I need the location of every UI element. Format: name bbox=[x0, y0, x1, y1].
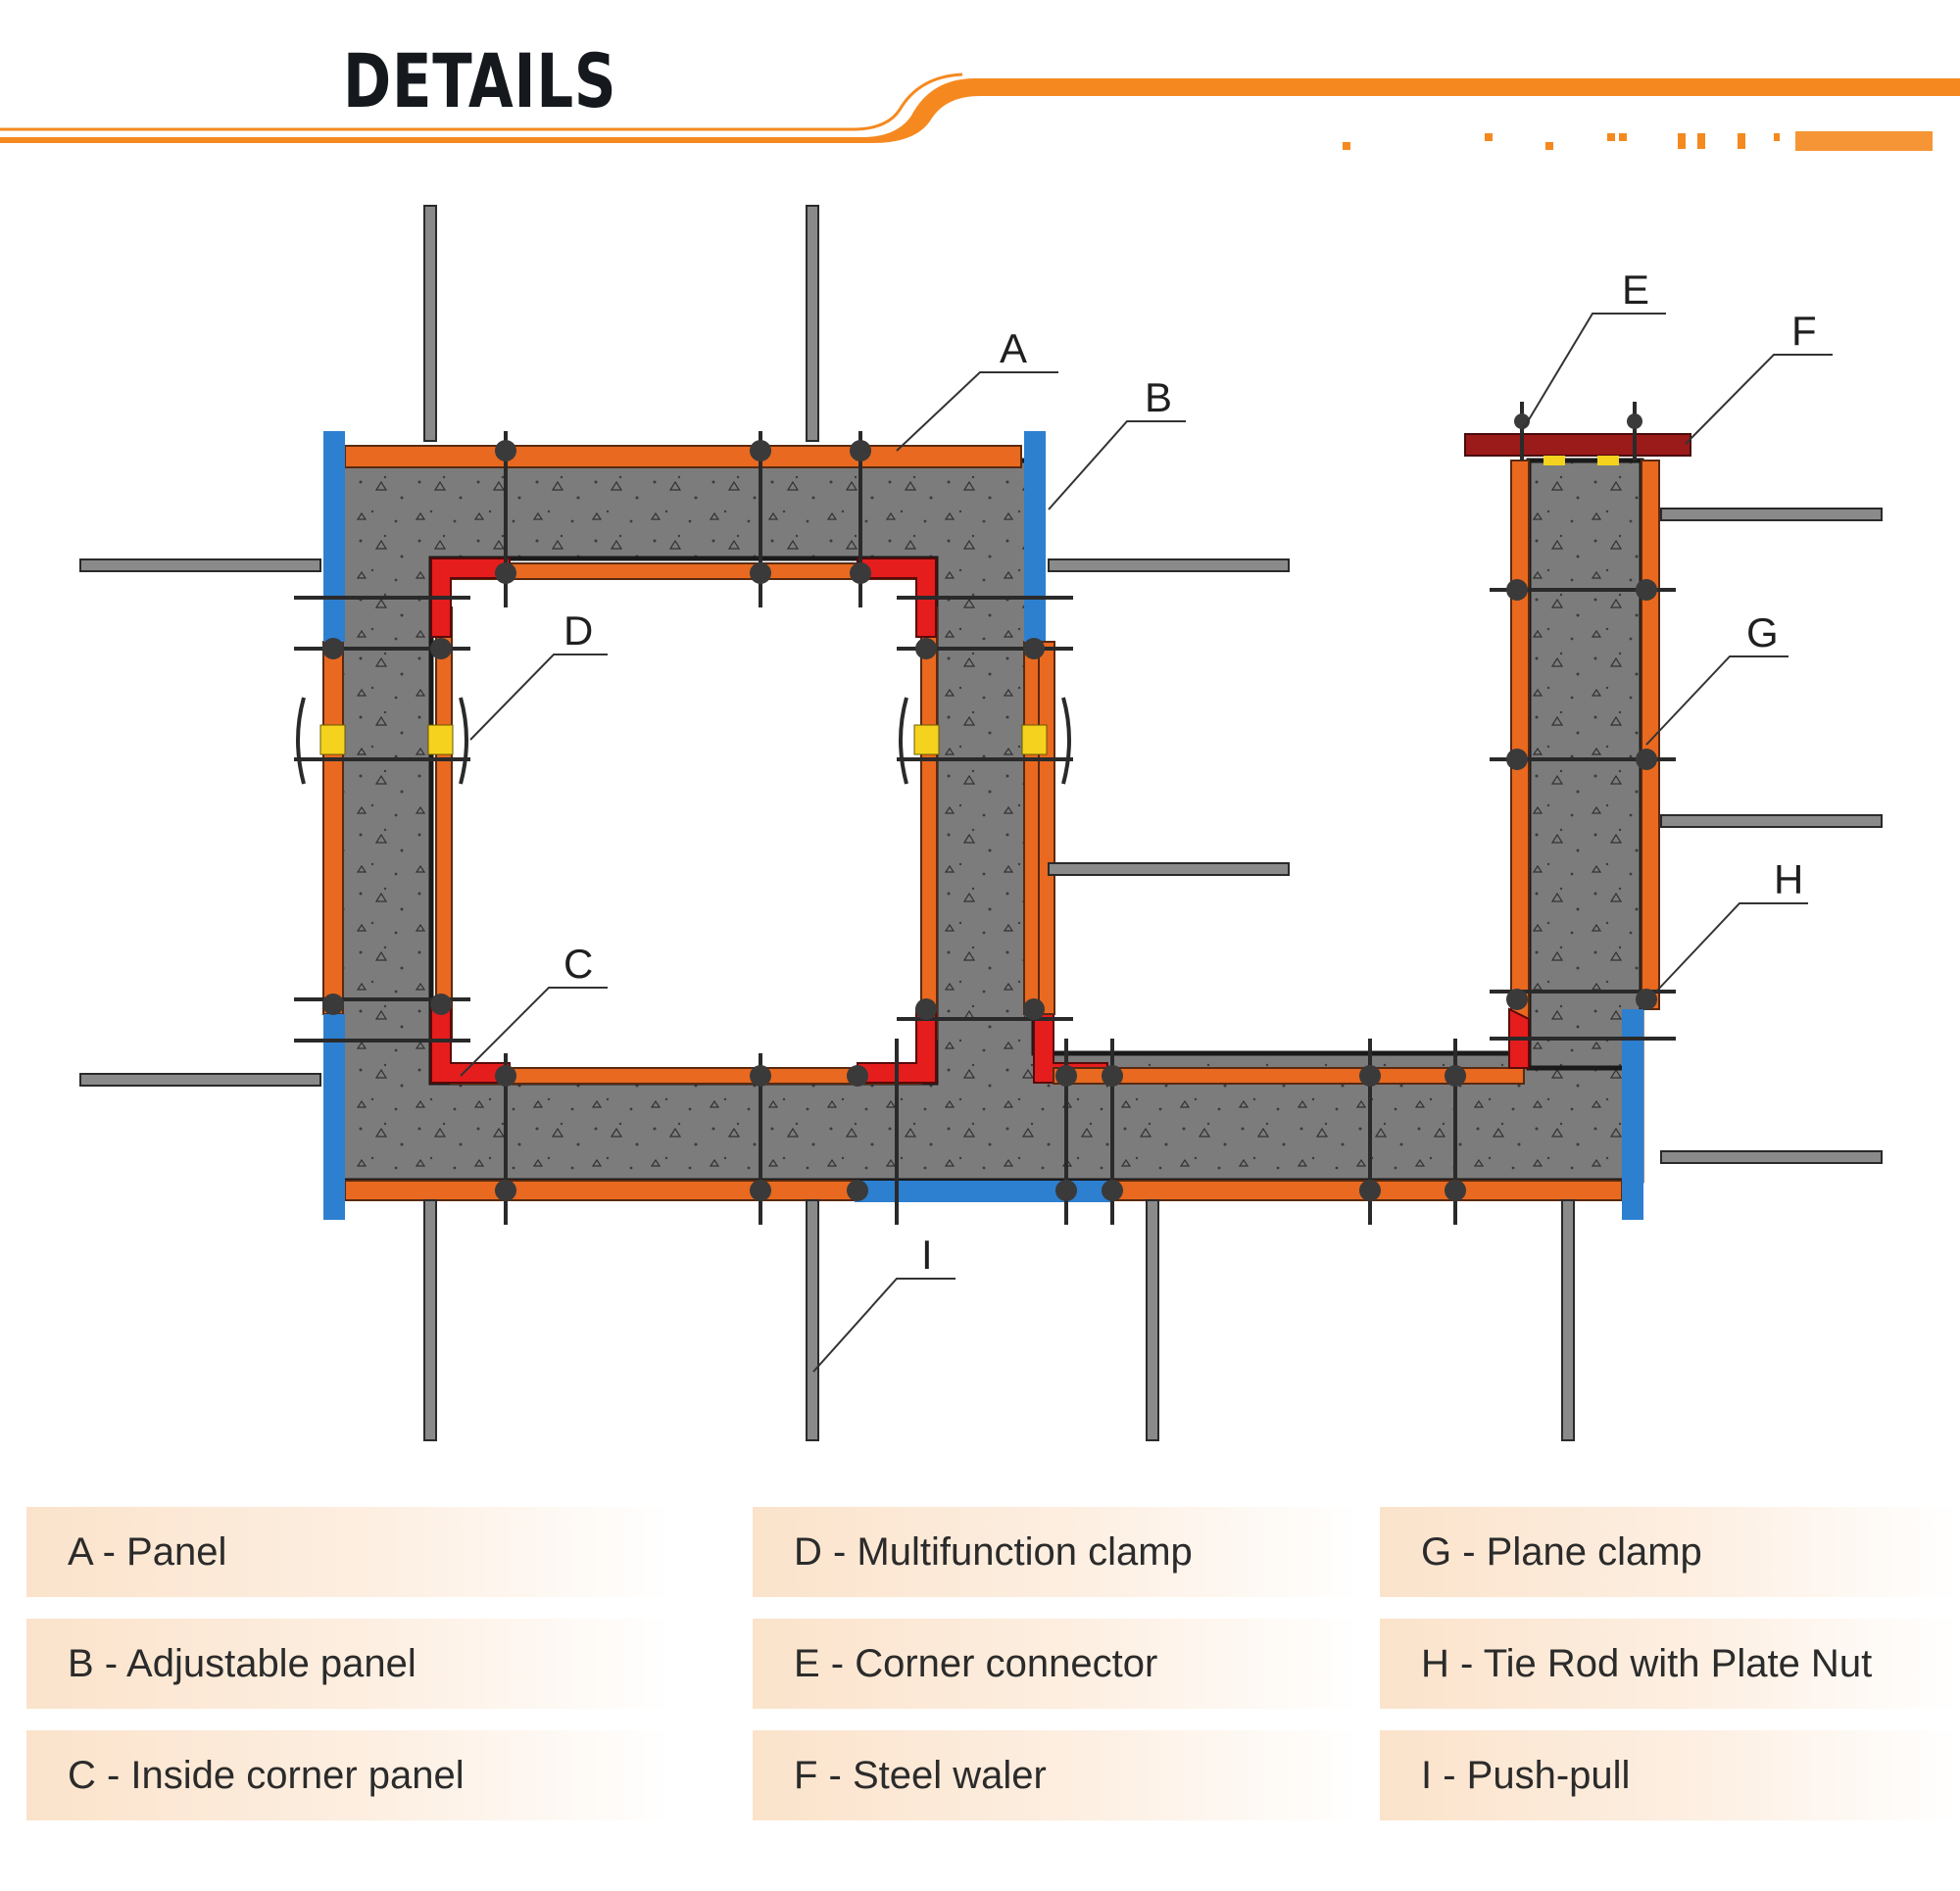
callout-h: H bbox=[1774, 856, 1803, 902]
legend-item-h: H - Tie Rod with Plate Nut bbox=[1380, 1619, 1960, 1709]
panel-left bbox=[322, 641, 344, 1015]
clamp-yellow-2 bbox=[427, 724, 454, 755]
push-pull-props bbox=[79, 205, 1883, 1441]
callout-a: A bbox=[1000, 325, 1027, 371]
left-structure bbox=[294, 431, 1644, 1225]
legend-item-i: I - Push-pull bbox=[1380, 1730, 1960, 1820]
legend-item-b: B - Adjustable panel bbox=[26, 1619, 673, 1709]
callout-i: I bbox=[921, 1232, 933, 1278]
clamp-yellow-4 bbox=[1021, 724, 1048, 755]
adjustable-panel-bottom bbox=[855, 1181, 1112, 1202]
callout-d: D bbox=[564, 607, 593, 654]
legend-item-e: E - Corner connector bbox=[753, 1619, 1360, 1709]
adjustable-panel-bl bbox=[323, 1014, 345, 1220]
callout-g: G bbox=[1746, 609, 1779, 655]
adjustable-panel-tl bbox=[323, 431, 345, 642]
concrete-wall-right bbox=[1526, 458, 1644, 1071]
callout-c: C bbox=[564, 941, 593, 987]
steel-waler bbox=[1464, 433, 1691, 457]
legend-item-f: F - Steel waler bbox=[753, 1730, 1360, 1820]
clamp-yellow-1 bbox=[319, 724, 346, 755]
inside-corner-panel bbox=[430, 558, 511, 638]
callout-labels: A B D C E F G H I bbox=[564, 267, 1817, 1278]
clamp-yellow-3 bbox=[913, 724, 940, 755]
legend-item-g: G - Plane clamp bbox=[1380, 1507, 1960, 1597]
adjustable-panel-tr bbox=[1024, 431, 1046, 642]
panel-top bbox=[344, 445, 1022, 468]
legend-item-c: C - Inside corner panel bbox=[26, 1730, 673, 1820]
legend-item-d: D - Multifunction clamp bbox=[753, 1507, 1360, 1597]
callout-e: E bbox=[1622, 267, 1649, 313]
callout-f: F bbox=[1791, 308, 1817, 354]
callout-b: B bbox=[1145, 374, 1172, 420]
callout-leaders bbox=[460, 313, 1833, 1373]
header-stripes bbox=[0, 73, 1960, 151]
page-title: DETAILS bbox=[343, 37, 617, 124]
panel-bottom-left bbox=[344, 1180, 856, 1201]
legend-item-a: A - Panel bbox=[26, 1507, 673, 1597]
right-structure bbox=[1464, 402, 1691, 1220]
adjustable-panel-right bbox=[1622, 1009, 1643, 1220]
